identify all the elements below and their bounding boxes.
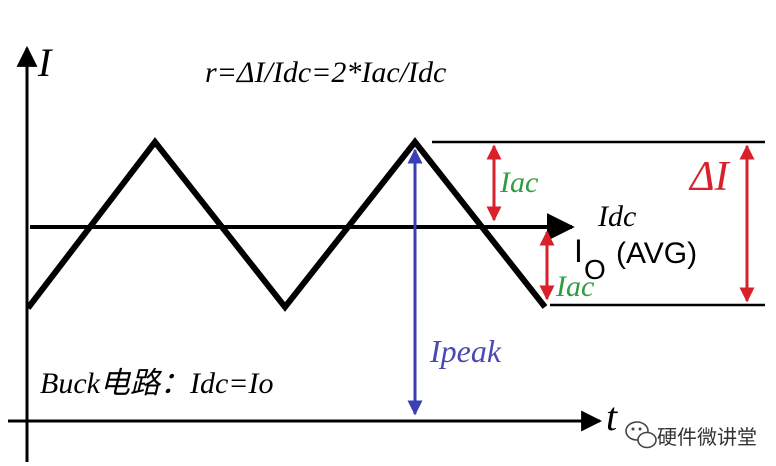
x-axis-label: t [606,394,618,439]
y-axis-label: I [37,40,53,85]
io-subscript: O [584,254,606,285]
delta-i-label: ΔI [688,154,731,200]
io-label: I [574,233,583,269]
ripple-ratio-formula: r=ΔI/Idc=2*Iac/Idc [205,56,446,89]
iac-top-label: Iac [499,166,538,199]
ripple-current-waveform [25,137,548,312]
iac-bottom-label: Iac [555,270,594,303]
io-avg-label: (AVG) [616,237,697,270]
buck-note: Buck电路：Idc=Io [40,367,274,400]
ipeak-label: Ipeak [429,333,502,369]
watermark-text: 硬件微讲堂 [657,426,757,449]
idc-label: Idc [597,200,636,233]
wechat-logo-icon [625,421,657,449]
